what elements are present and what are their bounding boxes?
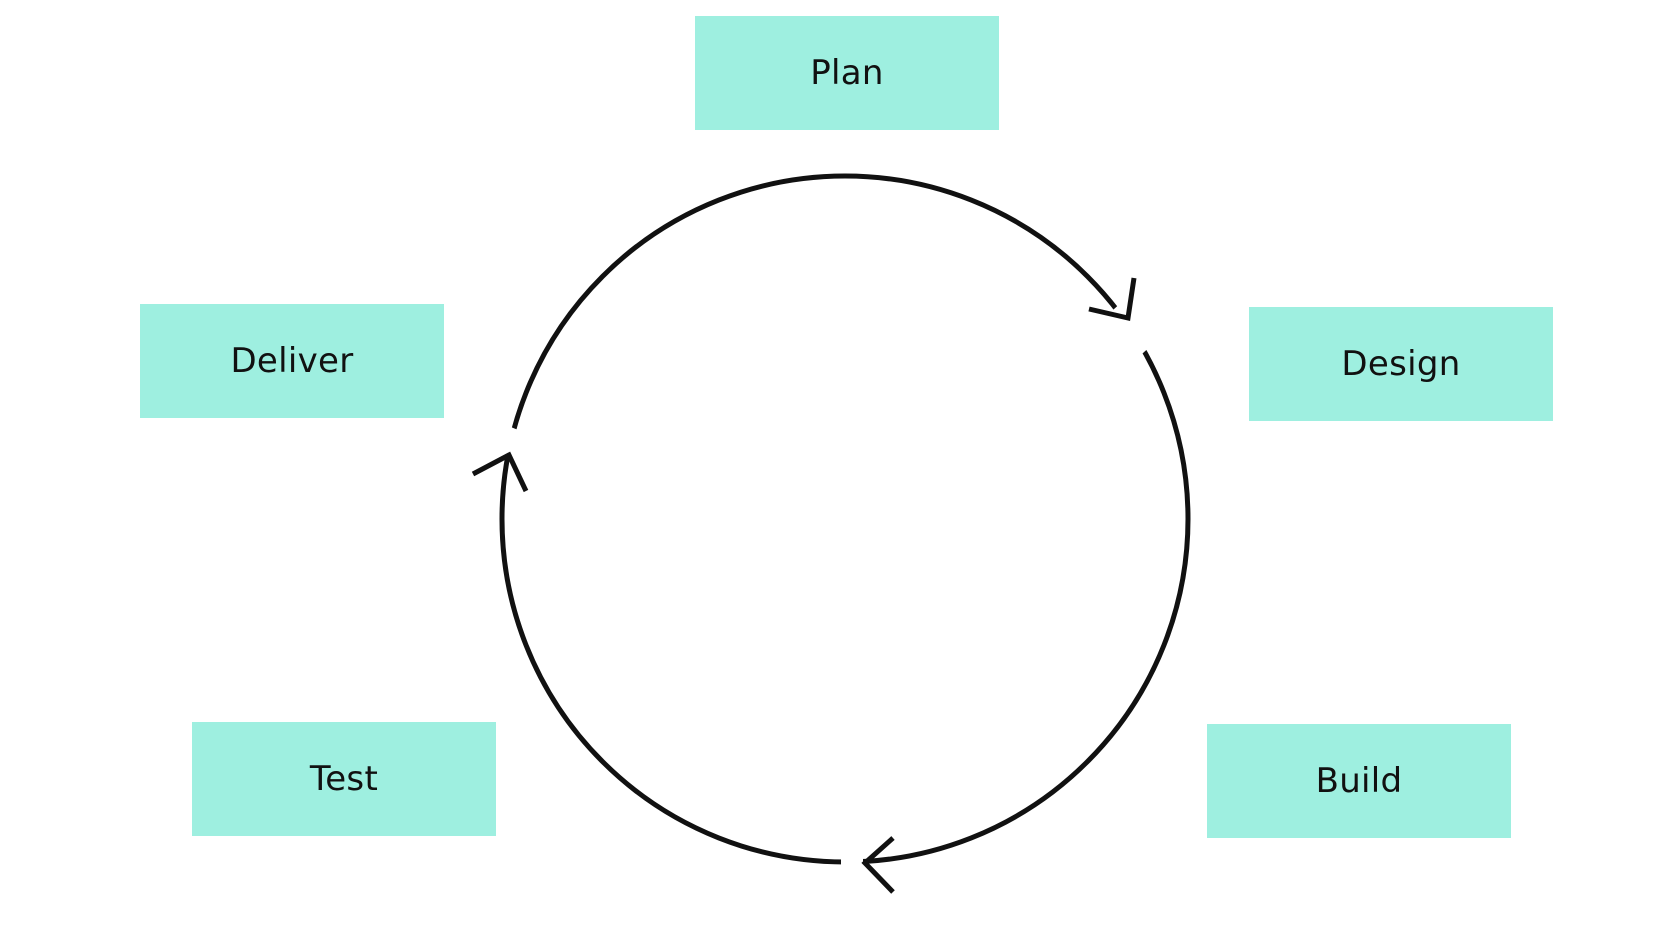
arrowhead-plan-to-design <box>1088 277 1137 322</box>
stage-test-label: Test <box>309 759 379 799</box>
stage-deliver: Deliver <box>140 304 444 418</box>
stage-design-label: Design <box>1341 344 1461 384</box>
arrowhead-test-to-deliver <box>471 451 529 493</box>
stage-build: Build <box>1207 724 1511 838</box>
stage-deliver-label: Deliver <box>230 341 354 381</box>
stage-plan-label: Plan <box>810 53 884 93</box>
ring-gap-left <box>483 420 543 466</box>
stage-build-label: Build <box>1315 761 1403 801</box>
stage-plan: Plan <box>695 16 999 130</box>
cycle-ring <box>499 173 1191 865</box>
stage-design: Design <box>1249 307 1553 421</box>
stage-test: Test <box>192 722 496 836</box>
ring-gap-bottom <box>841 835 863 891</box>
ring-gap-top-right <box>1105 298 1161 356</box>
arrowhead-build-to-test <box>861 836 895 894</box>
